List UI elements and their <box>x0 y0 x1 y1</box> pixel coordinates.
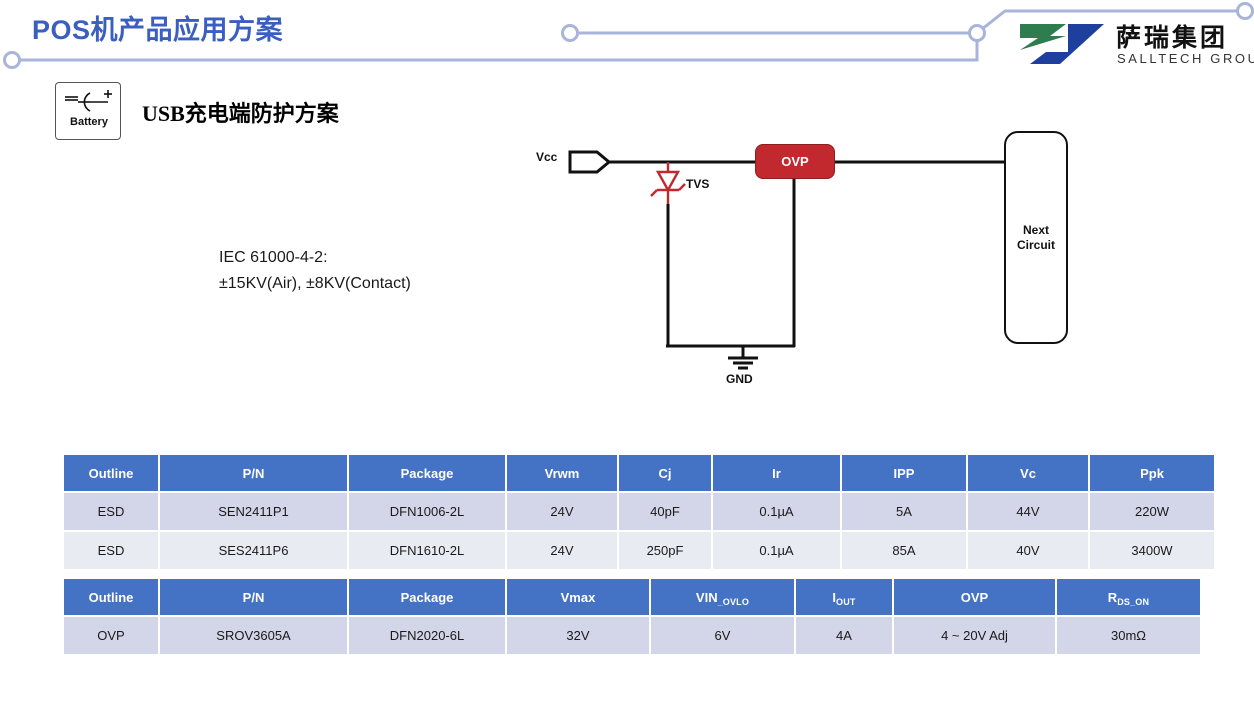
cell-package: DFN2020-6L <box>349 617 505 654</box>
gnd-label: GND <box>726 372 753 386</box>
table-row: ESD SEN2411P1 DFN1006-2L 24V 40pF 0.1µA … <box>64 493 1214 530</box>
iec-standard-note: IEC 61000-4-2: ±15KV(Air), ±8KV(Contact) <box>219 245 411 297</box>
salltech-mark-icon <box>1020 24 1104 64</box>
cell-pn: SEN2411P1 <box>160 493 347 530</box>
page-title: POS机产品应用方案 <box>32 15 284 45</box>
esd-spec-table: Outline P/N Package Vrwm Cj Ir IPP Vc Pp… <box>62 453 1216 571</box>
cell-vin-ovlo: 6V <box>651 617 794 654</box>
col-header-pn: P/N <box>160 579 347 615</box>
col-header-cj: Cj <box>619 455 711 491</box>
col-header-outline: Outline <box>64 455 158 491</box>
cell-outline: OVP <box>64 617 158 654</box>
col-header-ovp: OVP <box>894 579 1055 615</box>
deco-node-right-icon <box>1236 2 1254 20</box>
cell-ppk: 3400W <box>1090 532 1214 569</box>
cell-cj: 40pF <box>619 493 711 530</box>
cell-package: DFN1610-2L <box>349 532 505 569</box>
cell-package: DFN1006-2L <box>349 493 505 530</box>
cell-vrwm: 24V <box>507 493 617 530</box>
cell-outline: ESD <box>64 532 158 569</box>
battery-label: Battery <box>70 116 108 128</box>
cell-cj: 250pF <box>619 532 711 569</box>
page-header: POS机产品应用方案 <box>0 0 1254 80</box>
battery-badge: Battery <box>55 82 121 140</box>
table-row: OVP SROV3605A DFN2020-6L 32V 6V 4A 4 ~ 2… <box>64 617 1200 654</box>
battery-symbol-icon <box>65 90 112 112</box>
brand-name-en: SALLTECH GROUP <box>1117 51 1254 66</box>
col-header-ppk: Ppk <box>1090 455 1214 491</box>
col-header-package: Package <box>349 579 505 615</box>
cell-ppk: 220W <box>1090 493 1214 530</box>
header-decorative-line <box>3 2 1254 69</box>
iec-note-line-2: ±15KV(Air), ±8KV(Contact) <box>219 275 411 292</box>
col-header-vmax: Vmax <box>507 579 649 615</box>
brand-name-cn: 萨瑞集团 <box>1116 25 1229 52</box>
col-header-iout: IOUT <box>796 579 892 615</box>
cell-ipp: 85A <box>842 532 966 569</box>
col-header-package: Package <box>349 455 505 491</box>
cell-pn: SROV3605A <box>160 617 347 654</box>
col-header-ir: Ir <box>713 455 840 491</box>
table-row: ESD SES2411P6 DFN1610-2L 24V 250pF 0.1µA… <box>64 532 1214 569</box>
cell-ipp: 5A <box>842 493 966 530</box>
ovp-block: OVP <box>755 144 835 179</box>
cell-pn: SES2411P6 <box>160 532 347 569</box>
cell-iout: 4A <box>796 617 892 654</box>
cell-vc: 40V <box>968 532 1088 569</box>
deco-node-left-icon <box>561 24 579 42</box>
section-title: USB充电端防护方案 <box>142 101 339 126</box>
deco-node-bottom-left-icon <box>3 51 21 69</box>
cell-vrwm: 24V <box>507 532 617 569</box>
col-header-pn: P/N <box>160 455 347 491</box>
ovp-spec-table: Outline P/N Package Vmax VIN_OVLO IOUT O… <box>62 577 1202 656</box>
tvs-label: TVS <box>686 177 710 191</box>
cell-outline: ESD <box>64 493 158 530</box>
cell-vc: 44V <box>968 493 1088 530</box>
col-header-vrwm: Vrwm <box>507 455 617 491</box>
table-header-row: Outline P/N Package Vmax VIN_OVLO IOUT O… <box>64 579 1200 615</box>
iec-note-line-1: IEC 61000-4-2: <box>219 249 328 266</box>
cell-ovp: 4 ~ 20V Adj <box>894 617 1055 654</box>
cell-ir: 0.1µA <box>713 532 840 569</box>
col-header-rds-on: RDS_ON <box>1057 579 1200 615</box>
cell-ir: 0.1µA <box>713 493 840 530</box>
vcc-label: Vcc <box>536 150 558 164</box>
cell-rds-on: 30mΩ <box>1057 617 1200 654</box>
cell-vmax: 32V <box>507 617 649 654</box>
deco-node-mid-icon <box>968 24 986 42</box>
table-header-row: Outline P/N Package Vrwm Cj Ir IPP Vc Pp… <box>64 455 1214 491</box>
col-header-outline: Outline <box>64 579 158 615</box>
brand-logo: 萨瑞集团 SALLTECH GROUP <box>1016 20 1254 72</box>
col-header-ipp: IPP <box>842 455 966 491</box>
col-header-vc: Vc <box>968 455 1088 491</box>
col-header-vin-ovlo: VIN_OVLO <box>651 579 794 615</box>
